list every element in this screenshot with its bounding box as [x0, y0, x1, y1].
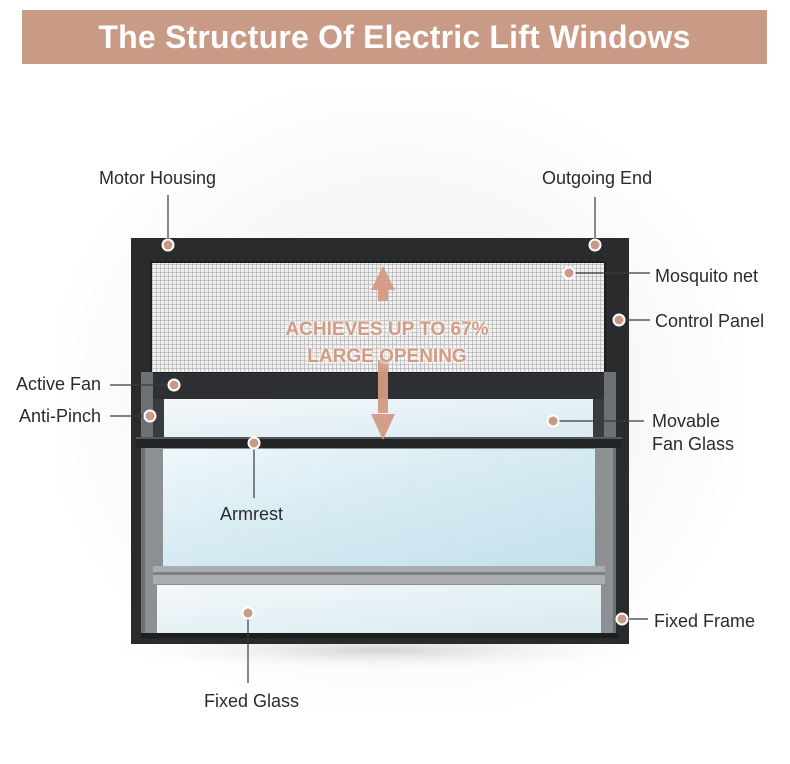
opening-line-2: LARGE OPENING: [307, 346, 467, 367]
outgoing-end-dot: [588, 238, 602, 252]
label-mosquito-net: Mosquito net: [655, 266, 759, 286]
label-motor-housing: Motor Housing: [99, 168, 217, 188]
movable-fan-glass-dot: [546, 414, 560, 428]
opening-callout: ACHIEVES UP TO 67% LARGE OPENING: [232, 316, 542, 370]
opening-line-1: ACHIEVES UP TO 67%: [285, 319, 489, 340]
label-fixed-frame: Fixed Frame: [654, 611, 756, 631]
active-fan-dot: [167, 378, 181, 392]
lower-glass-upper-pane: [163, 449, 595, 567]
motor-housing-dot: [161, 238, 175, 252]
label-outgoing-end: Outgoing End: [542, 168, 653, 188]
label-control-panel: Control Panel: [655, 311, 765, 331]
label-movable-fan-glass-2: Fan Glass: [652, 434, 735, 454]
label-fixed-glass: Fixed Glass: [204, 691, 300, 711]
mosquito-net-dot: [562, 266, 576, 280]
armrest-bar: [136, 437, 622, 448]
page-title: The Structure Of Electric Lift Windows: [98, 18, 691, 55]
fixed-glass-pane: [157, 585, 601, 633]
lift-arrow-icon: [371, 266, 395, 440]
title-banner: The Structure Of Electric Lift Windows: [22, 10, 767, 64]
fixed-glass-dot: [241, 606, 255, 620]
armrest-dot: [247, 436, 261, 450]
control-panel-dot: [612, 313, 626, 327]
label-anti-pinch: Anti-Pinch: [19, 406, 102, 426]
label-movable-fan-glass-1: Movable: [652, 411, 721, 431]
label-armrest: Armrest: [220, 504, 283, 524]
fixed-frame-dot: [615, 612, 629, 626]
anti-pinch-dot: [143, 409, 157, 423]
label-active-fan: Active Fan: [16, 374, 102, 394]
leader-lines: [110, 195, 650, 683]
